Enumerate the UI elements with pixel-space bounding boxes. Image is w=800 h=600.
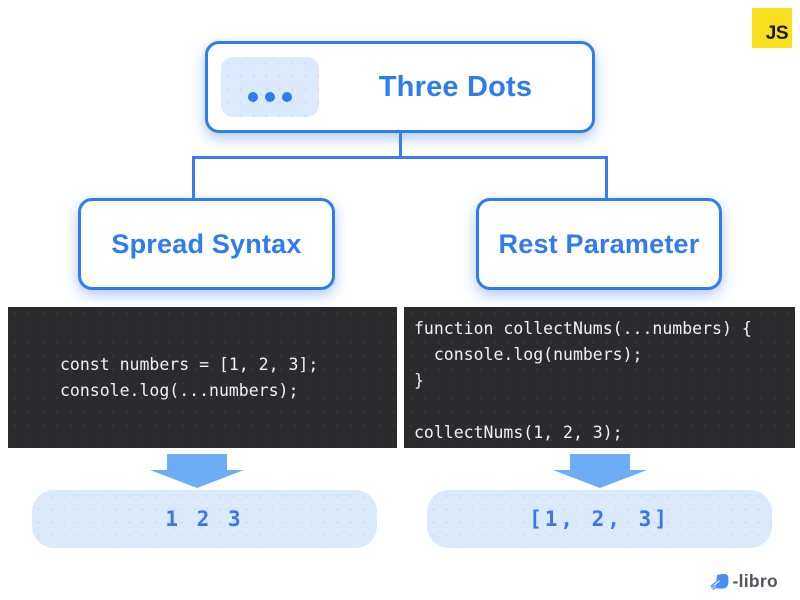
ellipsis-icon [221, 57, 319, 117]
spread-code-block: const numbers = [1, 2, 3]; console.log(.… [8, 307, 397, 448]
connector-right-vertical [605, 156, 608, 199]
dlibro-logo-icon [710, 573, 730, 591]
root-node-three-dots: Three Dots [205, 41, 595, 133]
spread-output: 1 2 3 [165, 507, 244, 531]
connector-root-stub [399, 133, 402, 158]
ellipsis-dot [265, 92, 275, 102]
spread-syntax-title: Spread Syntax [111, 228, 302, 259]
connector-horizontal [192, 156, 608, 159]
node-rest-parameter: Rest Parameter [476, 198, 722, 290]
connector-left-vertical [192, 156, 195, 199]
dlibro-brand: -libro [709, 571, 778, 592]
ellipsis-dot [282, 92, 292, 102]
root-node-title: Three Dots [378, 70, 533, 103]
javascript-logo-label: JS [765, 23, 789, 44]
down-arrow-icon [150, 454, 244, 488]
spread-output-pill: 1 2 3 [32, 490, 377, 548]
rest-parameter-title: Rest Parameter [498, 228, 700, 259]
down-arrow-icon [553, 454, 647, 488]
spread-code: const numbers = [1, 2, 3]; console.log(.… [60, 354, 319, 400]
rest-output-pill: [1, 2, 3] [427, 490, 772, 548]
rest-code-block: function collectNums(...numbers) { conso… [404, 307, 795, 448]
node-spread-syntax: Spread Syntax [78, 198, 335, 290]
dlibro-brand-text: -libro [732, 571, 778, 591]
rest-output: [1, 2, 3] [529, 507, 670, 531]
javascript-logo: JS [752, 8, 792, 48]
ellipsis-dot [248, 92, 258, 102]
rest-code: function collectNums(...numbers) { conso… [414, 319, 752, 442]
